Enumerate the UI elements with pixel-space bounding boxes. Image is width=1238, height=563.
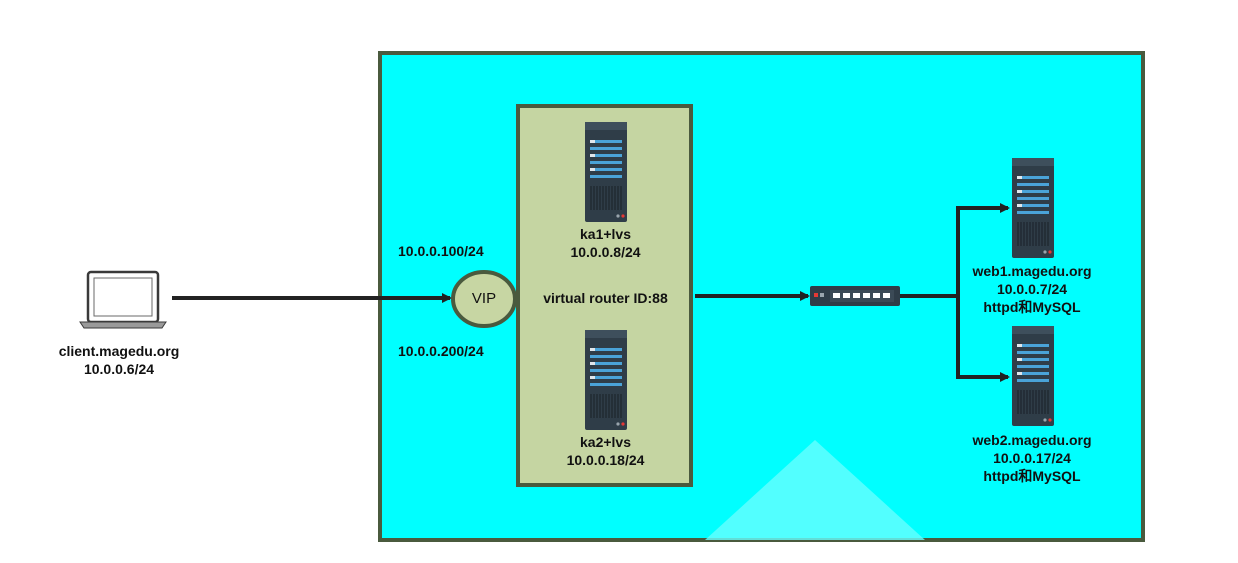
server-icon [1011, 325, 1055, 427]
ka2-name: ka2+lvs [580, 434, 631, 450]
client-hostname: client.magedu.org [58, 343, 180, 359]
vip-ip-top: 10.0.0.100/24 [398, 243, 484, 259]
router-id-label: virtual router ID:88 [543, 290, 668, 306]
server-icon [1011, 157, 1055, 259]
web1-service: httpd和MySQL [983, 299, 1081, 315]
web1-label: web1.magedu.org 10.0.0.7/24 httpd和MySQL [952, 262, 1112, 316]
network-switch-icon [810, 286, 900, 306]
web2-ip: 10.0.0.17/24 [993, 450, 1071, 466]
decorative-light-triangle [705, 440, 925, 540]
web2-hostname: web2.magedu.org [972, 432, 1092, 448]
web2-service: httpd和MySQL [983, 468, 1081, 484]
switch-to-web-links [900, 203, 1010, 382]
ka1-label: ka1+lvs 10.0.0.8/24 [528, 225, 683, 261]
ka2-ip: 10.0.0.18/24 [566, 452, 645, 468]
server-icon [584, 121, 628, 223]
web1-hostname: web1.magedu.org [972, 263, 1092, 279]
vip-ip-bottom: 10.0.0.200/24 [398, 343, 484, 359]
laptop-icon [79, 270, 167, 329]
client-ip: 10.0.0.6/24 [83, 361, 155, 377]
vip-node [451, 270, 517, 328]
vip-label: VIP [471, 290, 497, 307]
web2-label: web2.magedu.org 10.0.0.17/24 httpd和MySQL [952, 431, 1112, 485]
ka1-ip: 10.0.0.8/24 [570, 244, 641, 260]
client-label: client.magedu.org 10.0.0.6/24 [30, 342, 208, 378]
ka2-label: ka2+lvs 10.0.0.18/24 [528, 433, 683, 469]
server-icon [584, 329, 628, 431]
ka1-name: ka1+lvs [580, 226, 631, 242]
web1-ip: 10.0.0.7/24 [996, 281, 1068, 297]
